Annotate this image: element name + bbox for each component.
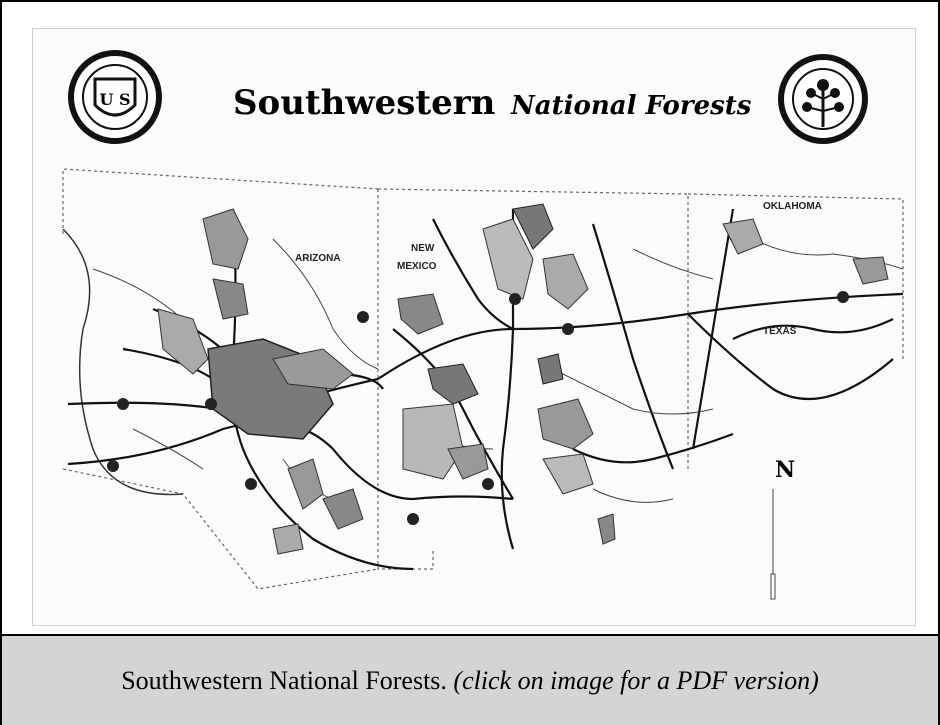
figure-caption: Southwestern National Forests. (click on… bbox=[121, 666, 819, 696]
region-label-texas: TEXAS bbox=[763, 326, 797, 337]
national-forests-tree-seal-icon bbox=[778, 54, 868, 144]
region-label-mexico: MEXICO bbox=[397, 261, 437, 272]
map-title-main: Southwestern bbox=[233, 83, 495, 123]
pdf-link[interactable]: (click on image for a PDF version) bbox=[453, 665, 819, 695]
map-title-script: National Forests bbox=[510, 91, 752, 121]
southwestern-forests-map: U S Southwestern National Forests bbox=[33, 29, 915, 625]
north-label: N bbox=[775, 457, 795, 483]
interstate-shield-icons bbox=[107, 291, 849, 525]
seal-us-text: U S bbox=[99, 90, 130, 109]
region-label-arizona: ARIZONA bbox=[295, 253, 341, 264]
usfs-shield-icon: U S bbox=[68, 50, 162, 144]
region-label-new: NEW bbox=[411, 243, 435, 254]
map-image-link[interactable]: U S Southwestern National Forests bbox=[32, 28, 916, 626]
forest-areas bbox=[157, 203, 889, 555]
region-label-oklahoma: OKLAHOMA bbox=[763, 201, 822, 212]
north-arrow-icon: N bbox=[770, 457, 795, 600]
caption-bar: Southwestern National Forests. (click on… bbox=[2, 634, 938, 725]
caption-text: Southwestern National Forests. bbox=[121, 665, 447, 695]
state-boundaries bbox=[62, 168, 904, 590]
